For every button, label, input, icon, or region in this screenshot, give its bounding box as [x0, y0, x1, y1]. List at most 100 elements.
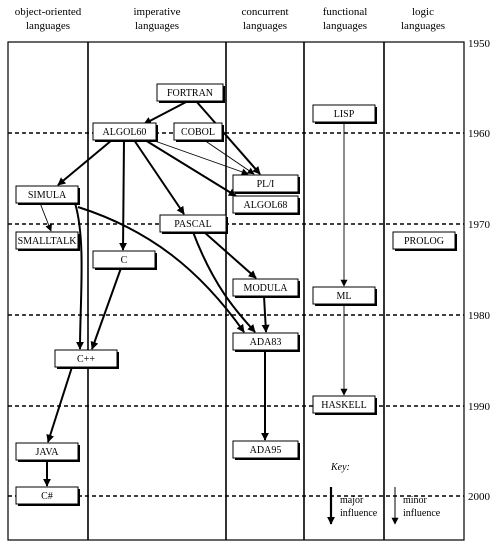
legend-major-line1: major [340, 495, 364, 506]
language-label-pascal: PASCAL [174, 219, 211, 230]
language-box [232, 278, 299, 297]
language-box [232, 174, 299, 193]
language-box [312, 104, 376, 123]
language-box [232, 195, 299, 214]
language-label-haskell: HASKELL [321, 400, 367, 411]
language-label-cobol: COBOL [181, 127, 215, 138]
language-label-modula: MODULA [244, 283, 289, 294]
column-header-oo-line1: object-oriented [15, 6, 82, 18]
column-header-imp-line1: imperative [133, 6, 180, 18]
legend: Key: major influence minor influence [327, 462, 441, 525]
year-label-1960: 1960 [468, 128, 491, 140]
influence-arrow-algol60-to-simula [57, 139, 113, 186]
year-labels: 1950 1960 1970 1980 1990 2000 [468, 38, 491, 503]
influence-arrow-c-to-cpp [90, 267, 122, 350]
year-label-2000: 2000 [468, 491, 491, 503]
language-node-fortran: FORTRAN [156, 83, 225, 103]
language-node-algol68: ALGOL68 [232, 195, 300, 215]
influence-arrow-cobol-to-pl1 [203, 139, 255, 175]
influence-arrow-algol60-to-c [119, 139, 128, 251]
influence-arrow-simula-to-smalltalk [39, 202, 52, 232]
column-header-log-line1: logic [412, 6, 434, 18]
influence-arrow-fortran-to-algol60 [143, 100, 189, 125]
influence-arrow-fortran-to-pl1 [195, 100, 261, 175]
language-label-algol68: ALGOL68 [244, 200, 288, 211]
influence-arrow-modula-to-ada83 [261, 295, 270, 333]
influence-arrow-pascal-to-ada83 [192, 231, 256, 333]
language-node-pascal: PASCAL [159, 214, 228, 234]
language-label-pl1: PL/I [257, 179, 275, 190]
language-label-lisp: LISP [334, 109, 355, 120]
influence-arrow-algol60-to-pl1 [151, 139, 249, 176]
legend-minor-line2: influence [403, 508, 441, 519]
language-node-lisp: LISP [312, 104, 377, 124]
language-label-ml: ML [337, 291, 352, 302]
influence-arrow-cpp-to-java [46, 366, 73, 443]
language-label-prolog: PROLOG [404, 236, 444, 247]
language-node-ada83: ADA83 [232, 332, 300, 352]
language-label-smalltalk: SMALLTALK [18, 236, 78, 247]
column-header-func-line1: functional [323, 6, 368, 18]
language-node-haskell: HASKELL [312, 395, 377, 415]
language-label-fortran: FORTRAN [167, 88, 213, 99]
language-box [312, 395, 376, 414]
influence-arrows [39, 100, 348, 487]
language-box [15, 486, 79, 505]
year-label-1950: 1950 [468, 38, 491, 50]
column-header-conc-line1: concurrent [241, 6, 288, 18]
influence-arrow-simula-to-ada83 [77, 206, 245, 333]
language-label-ada95: ADA95 [250, 445, 282, 456]
language-node-ada95: ADA95 [232, 440, 300, 460]
language-box [15, 231, 79, 250]
language-box [173, 122, 223, 141]
language-node-c: C [92, 250, 157, 270]
language-box [232, 440, 299, 459]
language-node-java: JAVA [15, 442, 80, 462]
language-node-cpp: C++ [54, 349, 119, 369]
grid [7, 41, 465, 541]
language-label-ada83: ADA83 [250, 337, 282, 348]
language-node-simula: SIMULA [15, 185, 80, 205]
legend-major-line2: influence [340, 508, 378, 519]
language-box [15, 442, 79, 461]
language-boxes: FORTRAN ALGOL60 COBOL LISP SIMULA PL/I ALGOL68… [15, 83, 457, 506]
language-node-cobol: COBOL [173, 122, 224, 142]
legend-title: Key: [330, 462, 350, 473]
year-label-1990: 1990 [468, 401, 491, 413]
language-label-simula: SIMULA [28, 190, 67, 201]
language-box [156, 83, 224, 102]
column-header-imp-line2: languages [135, 20, 179, 32]
column-headers: object-oriented languages imperative lan… [15, 6, 445, 32]
column-header-func-line2: languages [323, 20, 367, 32]
column-header-conc-line2: languages [243, 20, 287, 32]
language-box [159, 214, 227, 233]
language-box [15, 185, 79, 204]
grid-frame [7, 41, 465, 541]
influence-arrow-algol60-to-pascal [133, 139, 185, 215]
language-label-java: JAVA [36, 447, 60, 458]
influence-arrow-algol60-to-algol68 [144, 139, 237, 197]
language-label-c: C [121, 255, 128, 266]
language-box [312, 286, 376, 305]
language-box [54, 349, 118, 368]
language-box [92, 122, 157, 141]
year-label-1970: 1970 [468, 219, 491, 231]
language-box [392, 231, 456, 250]
language-node-modula: MODULA [232, 278, 300, 298]
language-label-cpp: C++ [77, 354, 95, 365]
language-node-smalltalk: SMALLTALK [15, 231, 80, 251]
column-header-log-line2: languages [401, 20, 445, 32]
language-node-algol60: ALGOL60 [92, 122, 158, 142]
language-node-prolog: PROLOG [392, 231, 457, 251]
influence-arrow-simula-to-cpp [74, 202, 85, 350]
influence-arrow-pascal-to-modula [203, 231, 257, 279]
language-label-algol60: ALGOL60 [103, 127, 147, 138]
year-label-1980: 1980 [468, 310, 491, 322]
language-box [232, 332, 299, 351]
language-node-ml: ML [312, 286, 377, 306]
language-node-csharp: C# [15, 486, 80, 506]
language-node-pl1: PL/I [232, 174, 300, 194]
column-header-oo-line2: languages [26, 20, 70, 32]
language-label-csharp: C# [41, 491, 53, 502]
